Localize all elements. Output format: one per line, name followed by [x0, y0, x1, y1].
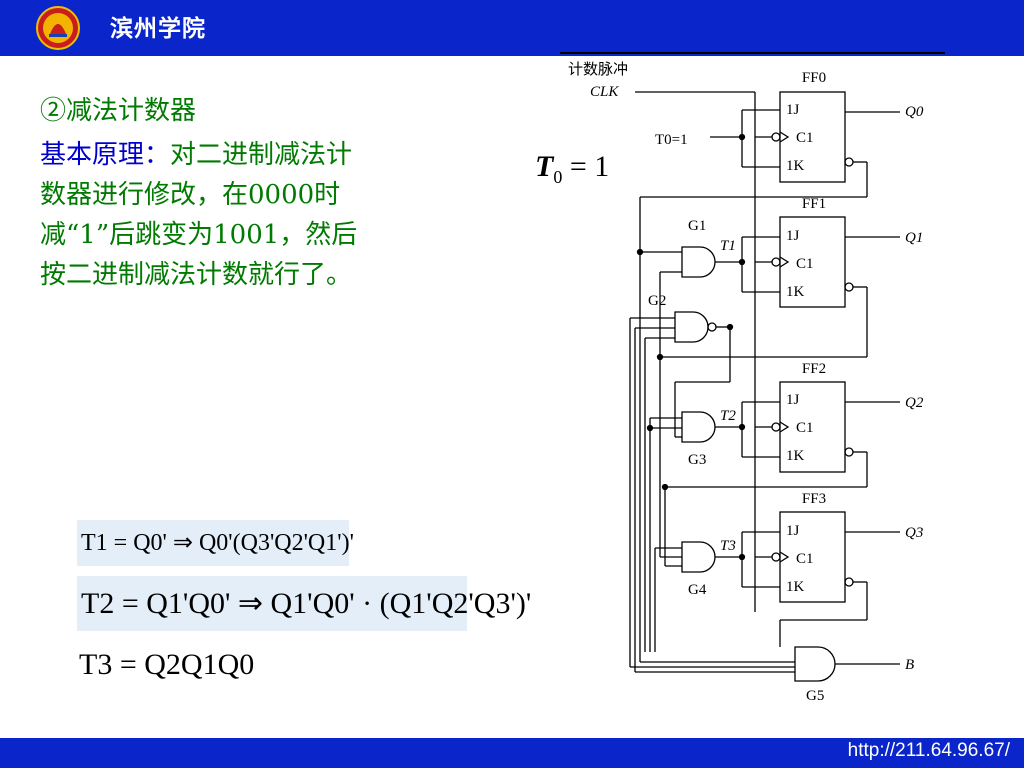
counter-circuit-diagram: 计数脉冲 CLK T0=1 FF0 1J C1 1K Q0 FF1 1J C1 … — [560, 52, 945, 704]
equation-t1: T1 = Q0' ⇒ Q0'(Q3'Q2'Q1')' — [77, 520, 354, 566]
svg-text:G1: G1 — [688, 218, 706, 234]
gate-g3: G3 T2 — [650, 381, 742, 468]
header-bar — [0, 0, 1024, 56]
section-heading: ②减法计数器 — [40, 96, 197, 126]
ff3-block: FF3 1J C1 1K Q3 — [779, 491, 923, 603]
svg-text:1K: 1K — [786, 579, 805, 595]
equation-t3: T3 = Q2Q1Q0 — [79, 648, 255, 681]
footer-bar — [0, 738, 1024, 768]
footer-url[interactable]: http://211.64.96.67/ — [847, 740, 1010, 761]
svg-text:C1: C1 — [796, 130, 814, 146]
ff2-block: FF2 1J C1 1K Q2 — [779, 361, 924, 473]
svg-text:1J: 1J — [786, 228, 800, 244]
principle-paragraph: 基本原理：对二进制减法计数器进行修改，在0000时减“1”后跳变为1001，然后… — [40, 135, 370, 295]
svg-text:1J: 1J — [786, 392, 800, 408]
principle-text: 对二进制减法计数器进行修改，在0000时减“1”后跳变为1001，然后按二进制减… — [40, 140, 358, 290]
gate-g1: G1 T1 — [640, 218, 742, 278]
svg-text:1K: 1K — [786, 448, 805, 464]
svg-text:FF3: FF3 — [802, 491, 826, 507]
svg-text:G2: G2 — [648, 293, 666, 309]
svg-text:FF0: FF0 — [802, 70, 826, 86]
svg-text:G4: G4 — [688, 582, 707, 598]
equation-t2: T2 = Q1'Q0' ⇒ Q1'Q0' · (Q1'Q2'Q3')' — [77, 576, 531, 631]
count-pulse-label: 计数脉冲 — [568, 61, 628, 78]
school-name: 滨州学院 — [110, 16, 206, 42]
svg-text:G5: G5 — [806, 688, 824, 704]
svg-text:C1: C1 — [796, 551, 814, 567]
clk-label: CLK — [590, 84, 619, 100]
svg-text:B: B — [905, 657, 914, 673]
svg-text:G3: G3 — [688, 452, 706, 468]
principle-label: 基本原理： — [40, 140, 171, 170]
school-emblem-icon — [36, 6, 80, 50]
svg-text:Q3: Q3 — [905, 525, 923, 541]
svg-text:T2: T2 — [720, 408, 736, 424]
gate-g4: G4 T3 — [655, 538, 742, 598]
svg-text:Q2: Q2 — [905, 395, 924, 411]
equation-t0: T0 = 1 — [535, 150, 610, 187]
svg-text:Q1: Q1 — [905, 230, 923, 246]
svg-text:1K: 1K — [786, 284, 805, 300]
svg-text:Q0: Q0 — [905, 104, 924, 120]
ff1-block: FF1 1J C1 1K Q1 — [779, 196, 923, 308]
svg-text:T3: T3 — [720, 538, 736, 554]
svg-text:FF1: FF1 — [802, 196, 826, 212]
svg-text:T1: T1 — [720, 238, 736, 254]
svg-text:1K: 1K — [786, 158, 805, 174]
t0-input-label: T0=1 — [655, 132, 688, 148]
svg-text:1J: 1J — [786, 523, 800, 539]
svg-text:1J: 1J — [786, 102, 800, 118]
svg-text:C1: C1 — [796, 256, 814, 272]
ff0-block: FF0 1J C1 1K Q0 — [779, 70, 924, 183]
svg-text:C1: C1 — [796, 420, 814, 436]
gate-g5: G5 B — [630, 646, 914, 704]
svg-text:FF2: FF2 — [802, 361, 826, 377]
